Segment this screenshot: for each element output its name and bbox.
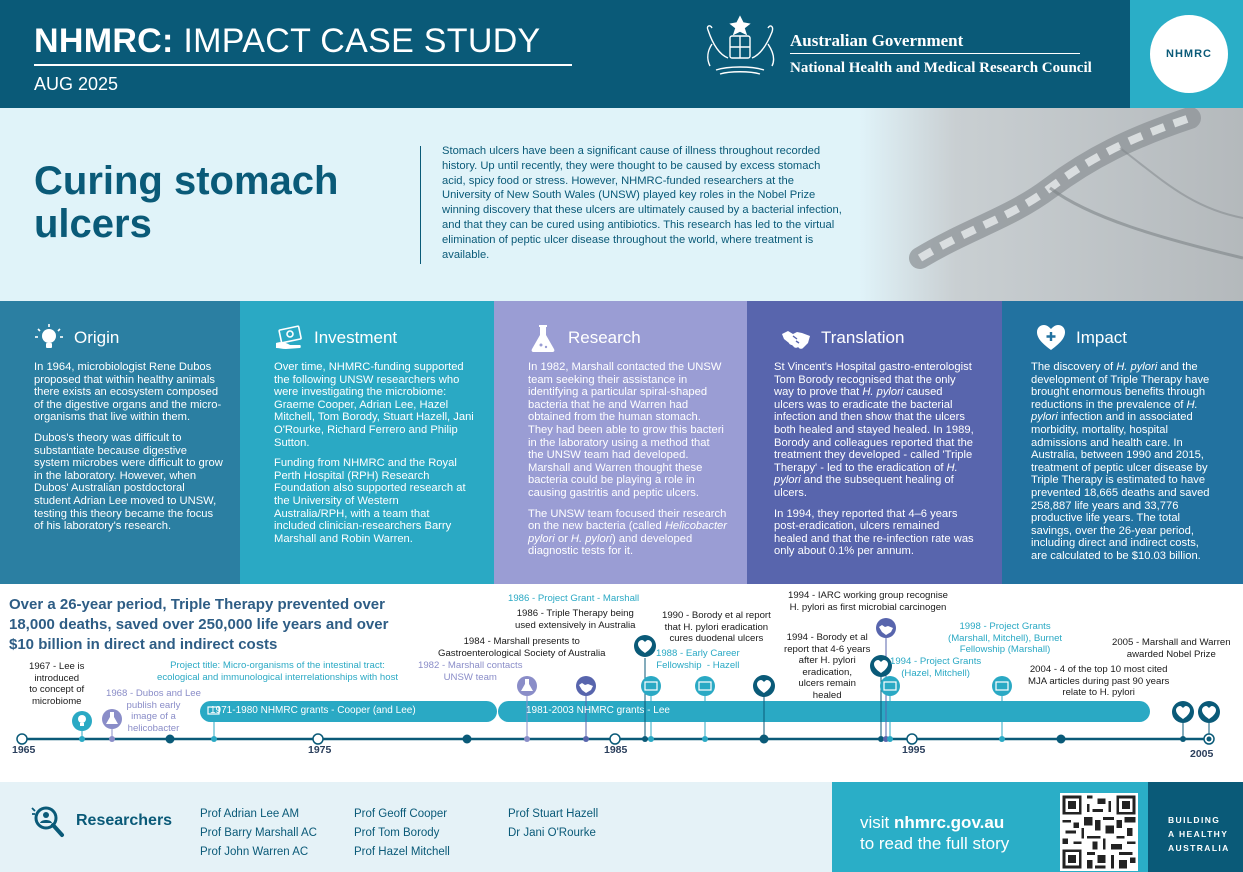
title-divider	[34, 64, 572, 66]
money-hand-icon	[695, 676, 715, 696]
investment-heading: Investment	[314, 328, 398, 347]
researchers-list-1: Prof Adrian Lee AM Prof Barry Marshall A…	[200, 808, 317, 858]
flask-icon	[531, 325, 555, 352]
heart-plus-icon	[1172, 701, 1194, 723]
research-text: In 1982, Marshall contacted the UNSW tea…	[528, 361, 728, 558]
grant-bar-1971-1980	[200, 701, 497, 722]
government-divider	[790, 53, 1080, 54]
event-1994-borody: 1994 - Borody et al report that 4-6 year…	[784, 632, 871, 701]
header-bar	[0, 0, 1130, 108]
investment-text: Over time, NHMRC-funding supported the f…	[274, 361, 474, 545]
case-study-title: Curing stomach ulcers	[34, 159, 339, 246]
event-dots	[79, 736, 1186, 742]
event-1998: 1998 - Project Grants (Marshall, Mitchel…	[948, 621, 1063, 656]
translation-text: St Vincent's Hospital gastro-enterologis…	[774, 361, 974, 558]
grant-label-2: 1981-2003 NHMRC grants - Lee	[526, 705, 670, 716]
researchers-heading: Researchers	[76, 812, 173, 829]
council-name: National Health and Medical Research Cou…	[790, 60, 1092, 76]
coat-of-arms-icon	[706, 15, 775, 75]
impact-text: The discovery of H. pylori and the devel…	[1031, 361, 1210, 562]
event-1984: 1984 - Marshall presents to Gastroentero…	[438, 636, 606, 659]
government-name: Australian Government	[790, 31, 964, 50]
event-2005: 2005 - Marshall and Warren awarded Nobel…	[1112, 637, 1231, 660]
building-healthy-australia-tagline: BUILDING A HEALTHY AUSTRALIA	[1168, 815, 1230, 853]
event-1986-grant: 1986 - Project Grant - Marshall	[508, 593, 640, 604]
handshake-icon	[782, 331, 810, 349]
year-label: 1975	[308, 744, 332, 756]
year-label: 1995	[902, 744, 926, 756]
timeline-labels: 1971-1980 NHMRC grants - Cooper (and Lee…	[0, 590, 1243, 775]
lightbulb-icon	[35, 324, 63, 348]
hero-divider	[420, 146, 421, 264]
money-hand-icon	[880, 676, 900, 696]
qr-code[interactable]	[1060, 793, 1138, 871]
research-panel: Research In 1982, Marshall contacted the…	[494, 301, 747, 584]
investment-panel: Investment Over time, NHMRC-funding supp…	[240, 301, 494, 584]
visit-link[interactable]: visit nhmrc.gov.au to read the full stor…	[860, 813, 1010, 853]
event-project-title: Project title: Micro-organisms of the in…	[157, 660, 399, 683]
magnifier-person-icon	[31, 806, 64, 837]
connector-lines	[81, 638, 1210, 739]
helicobacter-photo	[860, 108, 1243, 301]
lightbulb-icon	[72, 711, 92, 731]
event-1968: 1968 - Dubos and Lee publish early image…	[106, 688, 201, 734]
researchers-list-2: Prof Geoff Cooper Prof Tom Borody Prof H…	[354, 808, 450, 858]
event-1988: 1988 - Early Career Fellowship - Hazell	[656, 648, 740, 671]
origin-heading: Origin	[74, 328, 120, 347]
research-heading: Research	[568, 328, 641, 347]
tagline-panel	[1148, 782, 1243, 872]
publication-date: AUG 2025	[34, 74, 119, 94]
impact-heading: Impact	[1076, 328, 1128, 347]
heart-plus-icon	[1198, 701, 1220, 723]
event-1990: 1990 - Borody et al report that H. pylor…	[662, 610, 771, 645]
researchers-section	[0, 782, 832, 872]
heart-plus-icon	[870, 655, 892, 677]
grant-bar-1981-2003	[498, 701, 1150, 722]
timeline-headline: Over a 26-year period, Triple Therapy pr…	[9, 596, 389, 653]
event-1994-iarc: 1994 - IARC working group recognise H. p…	[788, 590, 948, 613]
intro-paragraph: Stomach ulcers have been a significant c…	[442, 145, 842, 261]
money-hand-icon	[641, 676, 661, 696]
year-markers	[16, 733, 1215, 745]
event-1994-grants: 1994 - Project Grants (Hazel, Mitchell)	[890, 656, 982, 679]
researchers-list-3: Prof Stuart Hazell Dr Jani O'Rourke	[508, 808, 599, 839]
flask-icon	[517, 676, 537, 696]
flask-icon	[102, 709, 122, 729]
event-2004: 2004 - 4 of the top 10 most cited MJA ar…	[1028, 664, 1170, 699]
event-1986-therapy: 1986 - Triple Therapy being used extensi…	[515, 608, 636, 631]
event-1967: 1967 - Lee is introduced to concept of m…	[29, 661, 85, 707]
heart-plus-icon	[634, 635, 656, 657]
heart-plus-icon	[1037, 325, 1065, 350]
year-label: 2005	[1190, 748, 1214, 760]
page-title: NHMRC: IMPACT CASE STUDY	[34, 22, 541, 60]
heart-plus-icon	[753, 675, 775, 697]
event-1982: 1982 - Marshall contacts UNSW team	[418, 660, 523, 683]
year-label: 1985	[604, 744, 628, 756]
year-label: 1965	[12, 744, 36, 756]
impact-panel: Impact The discovery of H. pylori and th…	[1002, 301, 1243, 584]
money-hand-icon	[992, 676, 1012, 696]
translation-heading: Translation	[821, 328, 905, 347]
grant-label-1: 1971-1980 NHMRC grants - Cooper (and Lee…	[210, 705, 416, 716]
origin-text: In 1964, microbiologist Rene Dubos propo…	[34, 361, 223, 533]
handshake-icon	[576, 676, 596, 696]
translation-panel: Translation St Vincent's Hospital gastro…	[747, 301, 1002, 584]
handshake-icon	[876, 618, 896, 638]
origin-panel: Origin In 1964, microbiologist Rene Dubo…	[0, 301, 240, 584]
money-hand-icon	[205, 702, 223, 720]
nhmrc-logo: NHMRC	[1150, 15, 1228, 93]
money-hand-icon	[276, 325, 302, 349]
timeline-graphic	[16, 618, 1220, 745]
decade-midpoint-dots	[165, 734, 1066, 744]
